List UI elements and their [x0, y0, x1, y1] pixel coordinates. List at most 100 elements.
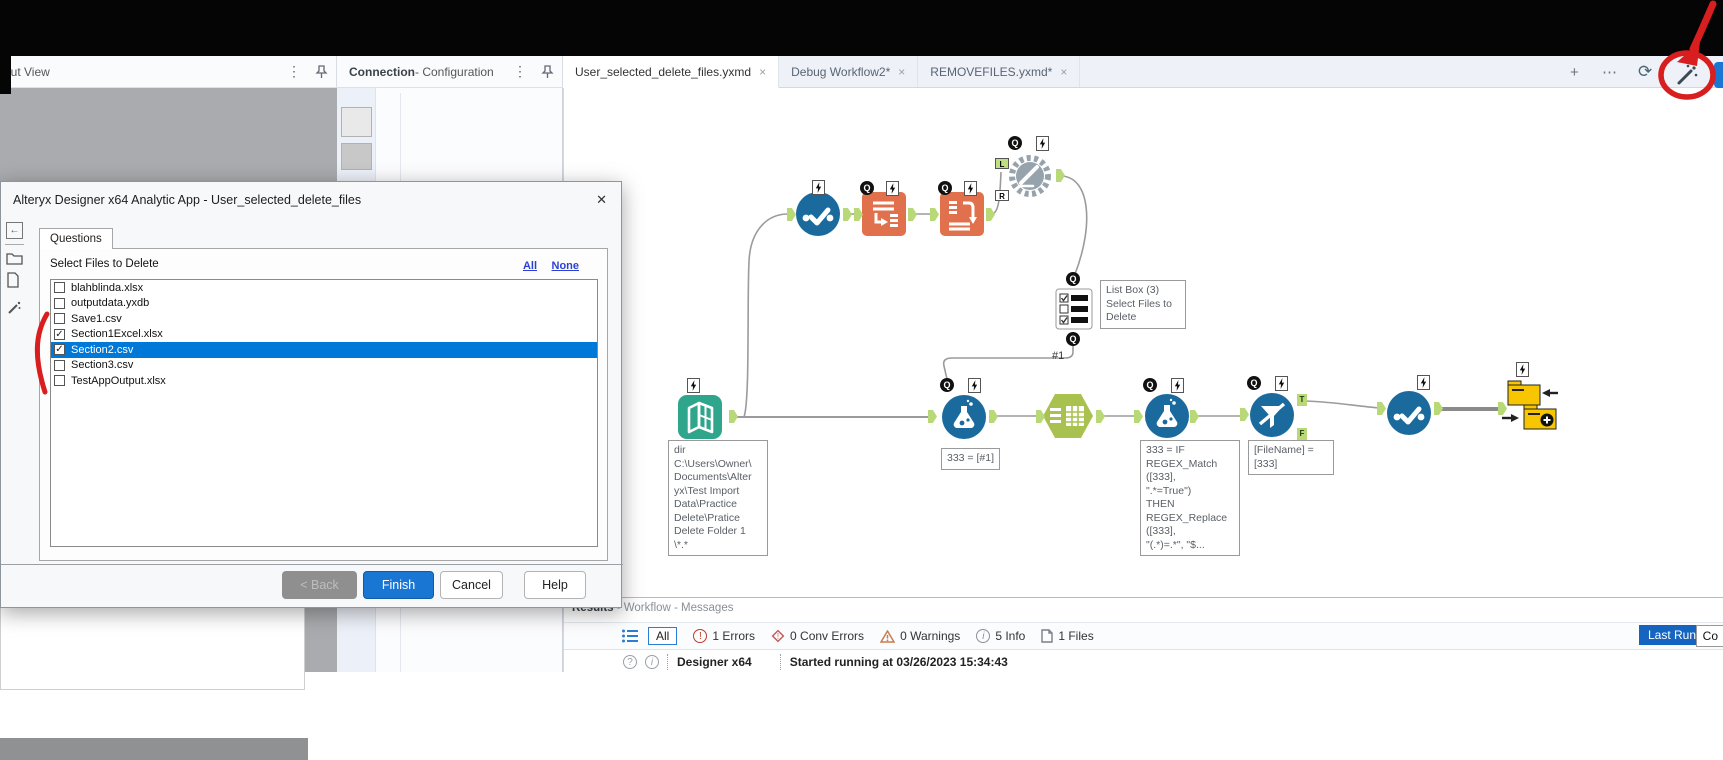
file-name: TestAppOutput.xlsx — [71, 374, 166, 387]
false-output-anchor[interactable]: F — [1297, 428, 1307, 440]
input-anchor[interactable] — [787, 208, 796, 221]
list-box-tool[interactable] — [1055, 288, 1093, 330]
true-output-anchor[interactable]: T — [1297, 394, 1307, 406]
transpose-tool[interactable] — [861, 191, 907, 237]
filter-conv-errors-button[interactable]: ! 0 Conv Errors — [771, 629, 864, 643]
open-in-designer-icon[interactable]: ← — [6, 222, 23, 239]
filter-all-button[interactable]: All — [648, 627, 678, 645]
connection-anchor-box-bottom[interactable] — [341, 143, 372, 170]
workflow-tab[interactable]: User_selected_delete_files.yxmd × — [563, 56, 780, 88]
input-anchor[interactable] — [928, 410, 937, 423]
input-anchor[interactable] — [1377, 402, 1386, 415]
select-all-link[interactable]: All — [522, 260, 537, 272]
cancel-button[interactable]: Cancel — [440, 571, 503, 599]
close-tab-icon[interactable]: × — [1060, 64, 1068, 79]
file-checkbox[interactable] — [54, 359, 65, 371]
configure-button-partial[interactable]: Co — [1695, 625, 1723, 647]
close-tab-icon[interactable]: × — [898, 64, 906, 79]
kebab-menu-icon[interactable]: ⋮ — [287, 63, 301, 79]
question-badge: Q — [1008, 136, 1022, 150]
file-row[interactable]: Section3.csv — [51, 358, 597, 374]
output-anchor[interactable] — [986, 208, 995, 221]
finish-button[interactable]: Finish — [363, 571, 434, 599]
file-checkbox[interactable] — [54, 313, 65, 325]
new-tab-button[interactable]: + — [1570, 63, 1579, 81]
output-anchor[interactable] — [908, 208, 917, 221]
file-row[interactable]: outputdata.yxdb — [51, 296, 597, 312]
output-anchor[interactable] — [1056, 169, 1065, 182]
run-app-wand-icon[interactable] — [1674, 62, 1700, 88]
output-anchor[interactable] — [729, 410, 738, 423]
directory-tool[interactable] — [677, 394, 723, 440]
results-message-row[interactable]: ? i Designer x64 Started running at 03/2… — [564, 650, 1723, 673]
connection-subtitle: - Configuration — [415, 64, 494, 79]
crosstab-tool[interactable] — [939, 191, 985, 237]
file-row[interactable]: ✓Section1Excel.xlsx — [51, 327, 597, 343]
question-badge: Q — [1247, 376, 1261, 390]
filter-tool[interactable] — [1249, 392, 1295, 438]
output-anchor[interactable] — [989, 410, 998, 423]
right-input-badge[interactable]: R — [995, 190, 1009, 201]
input-anchor[interactable] — [930, 208, 939, 221]
output-anchor[interactable] — [843, 208, 852, 221]
workflow-tab[interactable]: Debug Workflow2* × — [779, 56, 919, 87]
input-anchor[interactable] — [1240, 408, 1249, 421]
file-row[interactable]: TestAppOutput.xlsx — [51, 373, 597, 389]
file-move-folders-tool[interactable] — [1498, 372, 1562, 430]
filter-info-button[interactable]: i 5 Info — [976, 629, 1025, 643]
back-button[interactable]: < Back — [282, 571, 357, 599]
question-badge: Q — [938, 181, 952, 195]
file-row[interactable]: blahblinda.xlsx — [51, 280, 597, 296]
pin-icon[interactable] — [315, 64, 328, 79]
file-name: outputdata.yxdb — [71, 297, 150, 310]
close-icon[interactable]: ✕ — [596, 192, 607, 207]
formula-tool-1[interactable] — [941, 394, 987, 440]
file-checkbox[interactable] — [54, 282, 65, 294]
question-badge: Q — [940, 378, 954, 392]
file-checkbox[interactable] — [54, 297, 65, 309]
partial-blue-button[interactable] — [1714, 62, 1723, 88]
kebab-menu-icon[interactable]: ⋮ — [513, 63, 527, 79]
workflow-tab-label: Debug Workflow2* — [791, 64, 891, 79]
message-list-icon[interactable] — [622, 629, 638, 643]
save-file-icon[interactable] — [6, 272, 20, 288]
formula1-annotation: 333 = [#1] — [941, 448, 1000, 470]
connection-anchor-box-top[interactable] — [341, 107, 372, 137]
input-anchor[interactable] — [854, 208, 863, 221]
pin-icon[interactable] — [541, 64, 554, 79]
dialog-title-bar[interactable]: Alteryx Designer x64 Analytic App - User… — [1, 182, 621, 218]
select-check-tool[interactable] — [795, 191, 841, 237]
file-row[interactable]: Save1.csv — [51, 311, 597, 327]
question-badge: Q — [860, 181, 874, 195]
filter-files-button[interactable]: 1 Files — [1041, 629, 1094, 643]
analytic-app-dialog: Alteryx Designer x64 Analytic App - User… — [0, 181, 623, 608]
action-gear-tool[interactable] — [1006, 152, 1054, 200]
workflow-tab[interactable]: REMOVEFILES.yxmd*× — [918, 56, 1081, 87]
select-check-tool-2[interactable] — [1386, 390, 1432, 436]
help-button[interactable]: Help — [524, 571, 586, 599]
help-circle-icon[interactable]: ? — [623, 654, 637, 669]
output-anchor[interactable] — [1190, 410, 1199, 423]
left-input-badge[interactable]: L — [995, 158, 1009, 169]
select-none-link[interactable]: None — [551, 260, 580, 272]
workflow-tab-label: User_selected_delete_files.yxmd — [575, 64, 752, 79]
refresh-icon[interactable]: ⟳ — [1638, 62, 1653, 81]
tab-questions[interactable]: Questions — [39, 228, 113, 249]
file-checkbox[interactable]: ✓ — [54, 328, 65, 340]
select-hex-tool[interactable] — [1042, 393, 1094, 439]
formula-tool-2[interactable] — [1144, 393, 1190, 439]
filter-warnings-button[interactable]: 0 Warnings — [880, 629, 960, 643]
open-folder-icon[interactable] — [6, 250, 23, 265]
last-run-button[interactable]: Last Run — [1638, 625, 1705, 645]
close-tab-icon[interactable]: × — [759, 64, 767, 79]
input-anchor[interactable] — [1036, 410, 1045, 423]
output-anchor[interactable] — [1434, 402, 1443, 415]
more-tabs-icon[interactable]: ⋯ — [1602, 64, 1617, 81]
file-checkbox[interactable] — [54, 375, 65, 387]
file-row[interactable]: ✓Section2.csv — [51, 342, 597, 358]
input-anchor[interactable] — [1498, 402, 1507, 415]
wand-icon[interactable] — [6, 300, 22, 316]
file-checkbox[interactable]: ✓ — [54, 344, 65, 356]
filter-errors-button[interactable]: ! 1 Errors — [693, 629, 755, 643]
